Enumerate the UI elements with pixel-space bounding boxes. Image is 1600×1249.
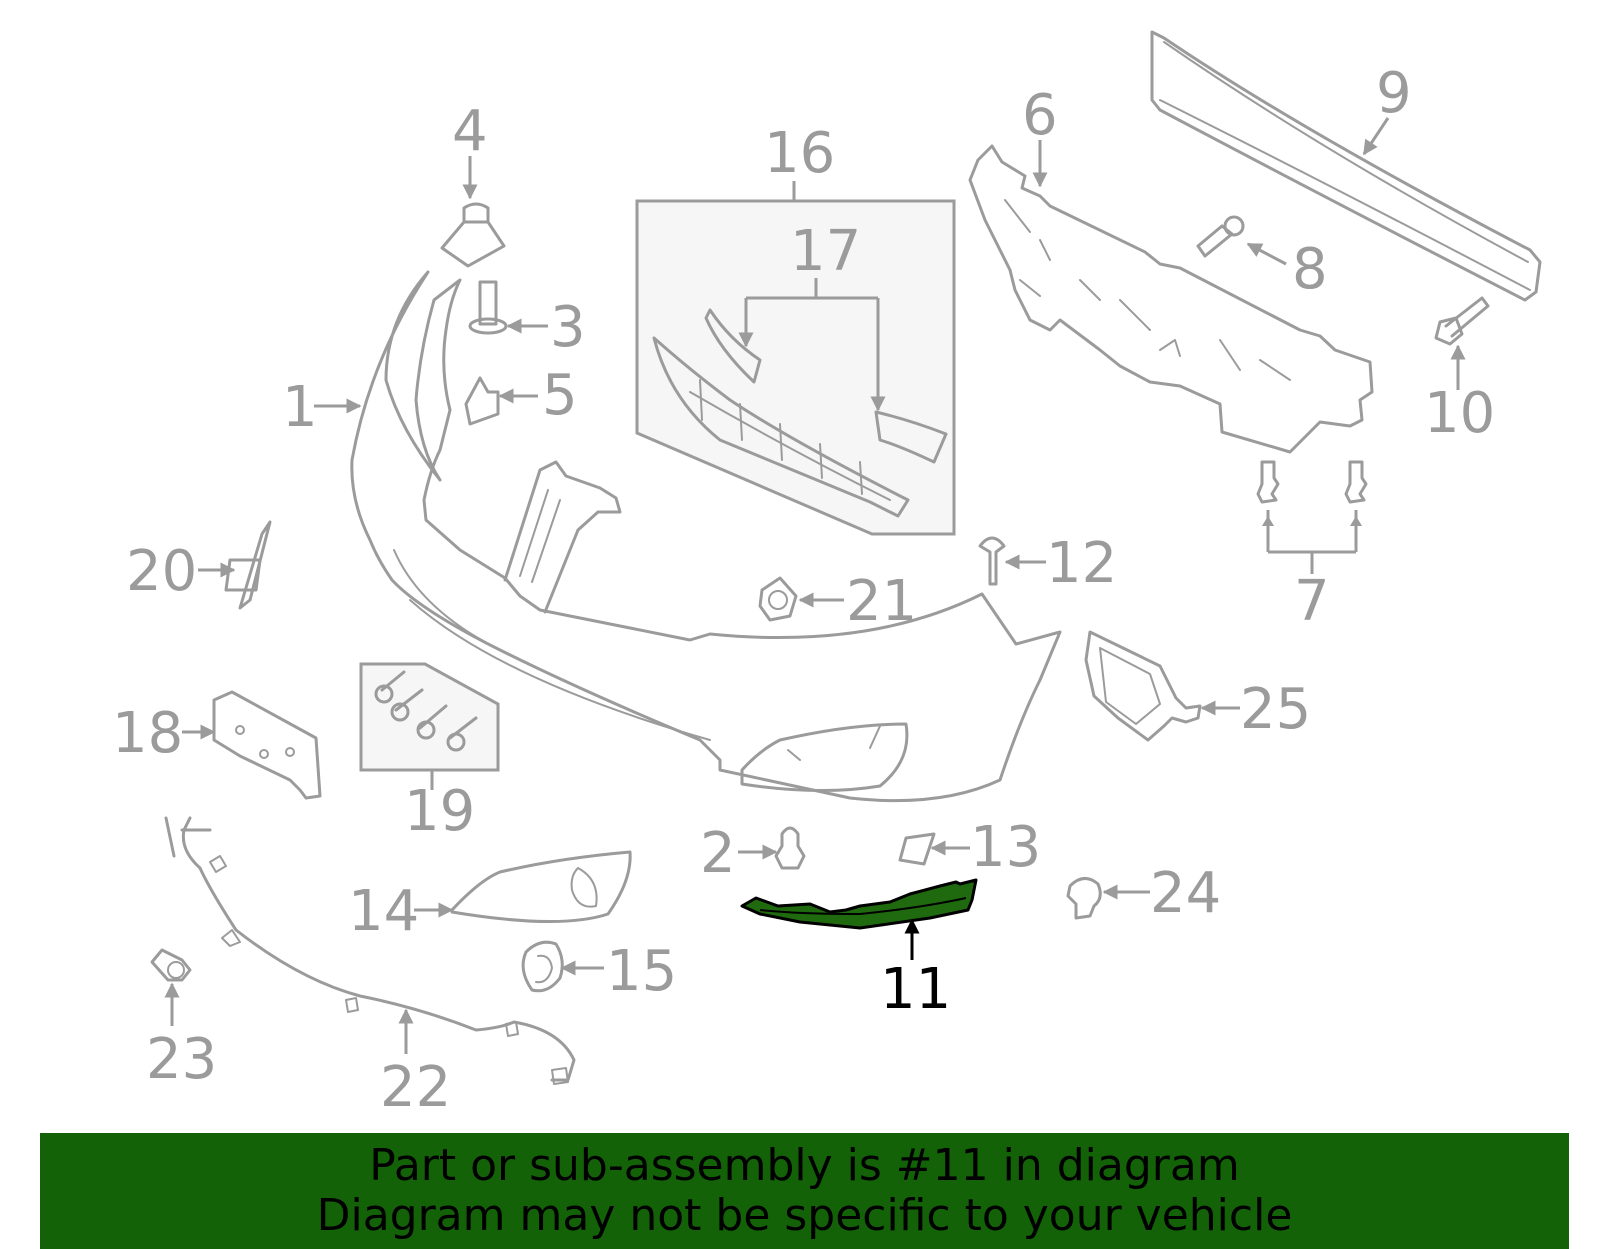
part-3-stud [468,280,508,335]
part-13-pad [898,832,936,866]
callout-3: 3 [550,295,586,360]
callout-18: 18 [112,701,183,766]
part-2-clip [774,826,806,870]
callout-15: 15 [606,939,677,1004]
callout-12: 12 [1046,531,1117,596]
callout-13: 13 [970,815,1041,880]
part-5-clip [464,376,500,426]
callout-7: 7 [1294,569,1330,634]
part-24-sensor [1066,877,1102,920]
leader-lines [164,117,1466,1054]
banner-line-2: Diagram may not be specific to your vehi… [316,1190,1293,1241]
part-8-bolt [1196,215,1245,258]
callout-19: 19 [404,779,475,844]
callout-6: 6 [1022,83,1058,148]
callout-25: 25 [1240,677,1311,742]
callout-1: 1 [282,375,318,440]
part-23-sensor [150,948,192,982]
callout-11-highlighted: 11 [880,957,951,1022]
part-20-bracket [224,520,272,610]
part-6-energy-absorber [968,144,1374,454]
callout-10: 10 [1424,381,1495,446]
part-info-banner: Part or sub-assembly is #11 in diagram D… [40,1133,1569,1249]
callout-20: 20 [126,539,197,604]
part-21-nut [758,576,798,622]
part-4-retainer [440,202,506,268]
banner-line-1: Part or sub-assembly is #11 in diagram [369,1140,1240,1191]
callout-24: 24 [1150,861,1221,926]
part-18-plate-bracket [212,690,322,800]
part-15-ring [521,940,564,993]
callout-9: 9 [1376,61,1412,126]
callout-16: 16 [764,121,835,186]
callout-23: 23 [146,1027,217,1092]
callout-21: 21 [846,569,917,634]
part-10-bolt [1434,296,1490,346]
callout-labels: 1 2 3 4 5 6 7 8 9 10 11 12 13 14 15 16 1… [112,61,1495,1120]
callout-22: 22 [380,1055,451,1120]
part-9-reinforcement-beam [1150,30,1542,302]
callout-2: 2 [700,821,736,886]
part-19-bolt-kit [359,662,500,772]
callout-8: 8 [1292,237,1328,302]
callout-5: 5 [542,363,578,428]
callout-17: 17 [790,219,861,284]
callout-4: 4 [452,99,488,164]
part-11-highlighted [740,878,978,930]
part-12-pin [978,536,1006,586]
part-22-harness [164,816,576,1085]
part-25-sensor [1084,630,1202,742]
part-1-bumper-cover [350,270,1062,803]
callout-14: 14 [348,879,419,944]
part-14-fog-bezel [450,850,632,924]
part-16-grille-assembly [635,199,956,536]
part-7-clips [1256,460,1368,504]
